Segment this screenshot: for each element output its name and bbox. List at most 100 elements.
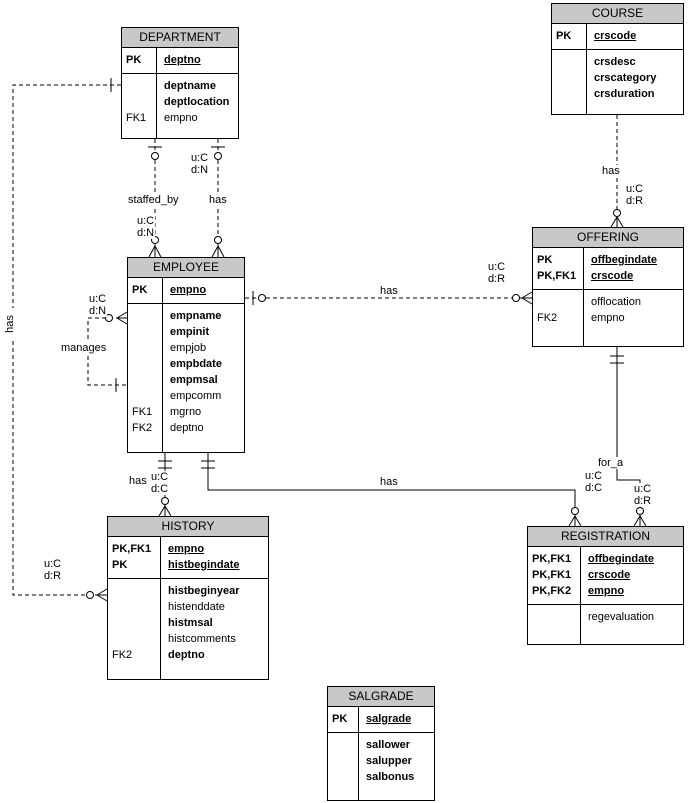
attribute-row: PK empno — [128, 282, 244, 298]
key-divider — [583, 248, 584, 346]
attribute-row: PK,FK2 empno — [528, 583, 683, 599]
attribute-row: PK,FK1 crscode — [528, 567, 683, 583]
key-designator: PK,FK1 — [532, 553, 572, 565]
key-designator — [108, 615, 160, 631]
attribute-name: crsdesc — [594, 56, 636, 68]
key-designator — [122, 94, 156, 110]
delete-rule: d:R — [44, 570, 62, 582]
update-rule: u:C — [585, 470, 603, 482]
cardinality-label-emp-registration: u:C d:C — [584, 470, 604, 494]
entity-offering: OFFERING PK offbegindate PK,FK1 crscode … — [532, 227, 684, 347]
attribute-name: deptno — [168, 649, 205, 661]
cardinality-label-staffed-by-bottom: u:C d:N — [136, 215, 156, 239]
attribute-row: crsduration — [552, 86, 683, 102]
entity-department: DEPARTMENT PK deptno deptname deptlocati… — [121, 27, 239, 139]
delete-rule: d:C — [151, 483, 169, 495]
key-divider — [586, 24, 587, 114]
key-designator — [528, 609, 580, 625]
delete-rule: d:R — [634, 495, 652, 507]
key-designator: FK1 — [126, 112, 147, 124]
attribute-row: histcomments — [108, 631, 268, 647]
key-divider — [162, 278, 163, 452]
attribute-name: deptno — [164, 54, 201, 66]
key-designator — [533, 294, 583, 310]
attribute-row: FK2 empno — [533, 310, 683, 326]
delete-rule: d:N — [89, 305, 107, 317]
attribute-name: deptname — [164, 80, 216, 92]
key-designator: FK2 — [112, 649, 133, 661]
key-designator — [108, 583, 160, 599]
attribute-row: PK salgrade — [328, 711, 434, 727]
key-designator — [328, 769, 358, 785]
update-rule: u:C — [626, 183, 644, 195]
key-designator: PK,FK1 — [112, 543, 152, 555]
attribute-row: PK crscode — [552, 28, 683, 44]
attribute-row: PK,FK1 empno — [108, 541, 268, 557]
delete-rule: d:R — [626, 195, 644, 207]
key-designator: PK,FK1 — [537, 270, 577, 282]
key-designator — [552, 54, 586, 70]
attribute-name: offbegindate — [591, 254, 657, 266]
attribute-row: PK,FK1 offbegindate — [528, 551, 683, 567]
key-designator: PK — [537, 254, 553, 266]
key-designator — [108, 599, 160, 615]
entity-salgrade: SALGRADE PK salgrade sallower salupper — [327, 686, 435, 801]
key-designator — [128, 372, 162, 388]
attribute-name: histmsal — [168, 617, 213, 629]
attribute-row: histenddate — [108, 599, 268, 615]
attribute-name: empbdate — [170, 358, 222, 370]
entity-history-title: HISTORY — [108, 517, 268, 537]
key-designator: FK1 — [132, 406, 153, 418]
attribute-name: empno — [168, 543, 205, 555]
attribute-row: empname — [128, 308, 244, 324]
attribute-name: crscode — [588, 569, 631, 581]
attribute-name: empno — [591, 312, 625, 324]
attribute-name: empname — [170, 310, 222, 322]
attribute-name: empno — [170, 284, 207, 296]
cardinality-label-dept-history: u:C d:R — [43, 558, 63, 582]
attribute-name: mgrno — [170, 406, 202, 418]
key-divider — [156, 48, 157, 138]
relationship-label-staffed-by: staffed_by — [127, 194, 180, 206]
delete-rule: d:N — [191, 164, 209, 176]
attribute-row: empmsal — [128, 372, 244, 388]
cardinality-label-for-a: u:C d:R — [633, 483, 653, 507]
attribute-name: crscode — [591, 270, 634, 282]
attribute-row: empinit — [128, 324, 244, 340]
attribute-row: PK histbegindate — [108, 557, 268, 573]
attribute-name: salupper — [366, 755, 412, 767]
entity-history: HISTORY PK,FK1 empno PK histbegindate hi… — [107, 516, 269, 680]
entity-offering-title: OFFERING — [533, 228, 683, 248]
relationship-employee-registration-has — [201, 453, 582, 527]
key-designator: PK — [556, 30, 572, 42]
attribute-name: salbonus — [366, 771, 415, 783]
key-designator: FK2 — [537, 312, 558, 324]
attribute-row: FK2 deptno — [108, 647, 268, 663]
attribute-name: offlocation — [591, 296, 641, 308]
attribute-row: crsdesc — [552, 54, 683, 70]
key-designator: PK,FK1 — [532, 569, 572, 581]
attribute-row: empcomm — [128, 388, 244, 404]
attribute-name: sallower — [366, 739, 411, 751]
attribute-row: regevaluation — [528, 609, 683, 625]
relationship-label-dept-employee-has: has — [208, 194, 228, 206]
update-rule: u:C — [89, 293, 107, 305]
key-designator — [328, 737, 358, 753]
attribute-name: empjob — [170, 342, 207, 354]
attribute-row: FK1 mgrno — [128, 404, 244, 420]
attribute-row: crscategory — [552, 70, 683, 86]
update-rule: u:C — [151, 471, 169, 483]
relationship-label-employee-offering-has: has — [379, 285, 399, 297]
attribute-name: histbeginyear — [168, 585, 240, 597]
attribute-name: empno — [164, 112, 198, 124]
attribute-row: histbeginyear — [108, 583, 268, 599]
attribute-name: empno — [588, 585, 625, 597]
attribute-row: offlocation — [533, 294, 683, 310]
delete-rule: d:C — [585, 482, 603, 494]
update-rule: u:C — [488, 261, 506, 273]
attribute-name: offbegindate — [588, 553, 654, 565]
cardinality-label-dept-has-top: u:C d:N — [190, 152, 210, 176]
relationship-label-employee-registration-has: has — [379, 476, 399, 488]
delete-rule: d:N — [137, 227, 155, 239]
key-designator — [128, 388, 162, 404]
